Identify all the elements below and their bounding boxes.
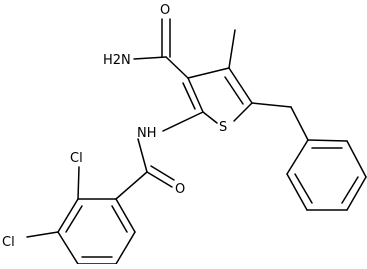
phenyl-bond-5 [346,140,367,178]
atom-labels: O H2N S NH O Cl Cl [2,3,227,250]
phenyl-bond-2 [286,173,308,211]
bond-carbonyl-o-b2 [150,165,175,181]
phenyl-bond-6 [307,139,348,142]
ring-bond-2 [57,198,79,233]
bond-c4-c5-inner [224,76,244,105]
bond-c2-nh [162,111,204,132]
phenyl-inner-2 [341,176,359,204]
bond-s-c2 [202,111,218,124]
bond-carbonyl-o-b1 [146,171,173,188]
bond-c3-c4 [187,67,230,79]
amide-linkage [115,111,204,200]
ring-inner-3 [111,205,128,233]
ring-bond-3 [57,231,79,265]
ring-bond-6 [115,198,136,233]
atom-label-sulfur: S [219,120,227,135]
bond-c4-c5 [228,67,253,104]
bond-c2-c3-inner [182,82,196,110]
atom-label-nh: NH [137,126,157,141]
phenyl-ring [286,139,367,211]
thiophene-ring [182,67,253,124]
bond-ch2-phenyl [290,106,309,141]
dichlorophenyl-ring [26,166,136,265]
bond-ring-cl-para [26,231,59,238]
atom-label-cl-para: Cl [2,235,15,250]
bond-nh-carbonyl [137,138,148,173]
bond-carbonyl-n [133,56,167,60]
benzyl-group [251,102,367,211]
phenyl-bond-4 [346,176,367,211]
bond-c3-carbonyl [165,56,189,79]
atom-label-benzamide-o: O [175,182,185,197]
bond-ring-cl-ortho [77,166,80,200]
carboxamide-group [133,18,189,79]
ring-inner-1 [65,205,83,233]
bond-c2-c3 [187,77,204,113]
phenyl-bond-1 [286,139,309,175]
atom-label-amide-nh2: H2N [103,53,131,68]
atom-label-carbonyl-o: O [160,3,170,18]
bond-c5-s [233,102,253,122]
phenyl-inner-1 [294,173,313,204]
bond-c5-ch2 [251,102,292,108]
bond-carbonyl-ring [115,171,148,200]
atom-label-cl-ortho: Cl [70,151,83,166]
bond-c4-methyl [228,29,236,69]
ring-bond-5 [115,231,136,265]
